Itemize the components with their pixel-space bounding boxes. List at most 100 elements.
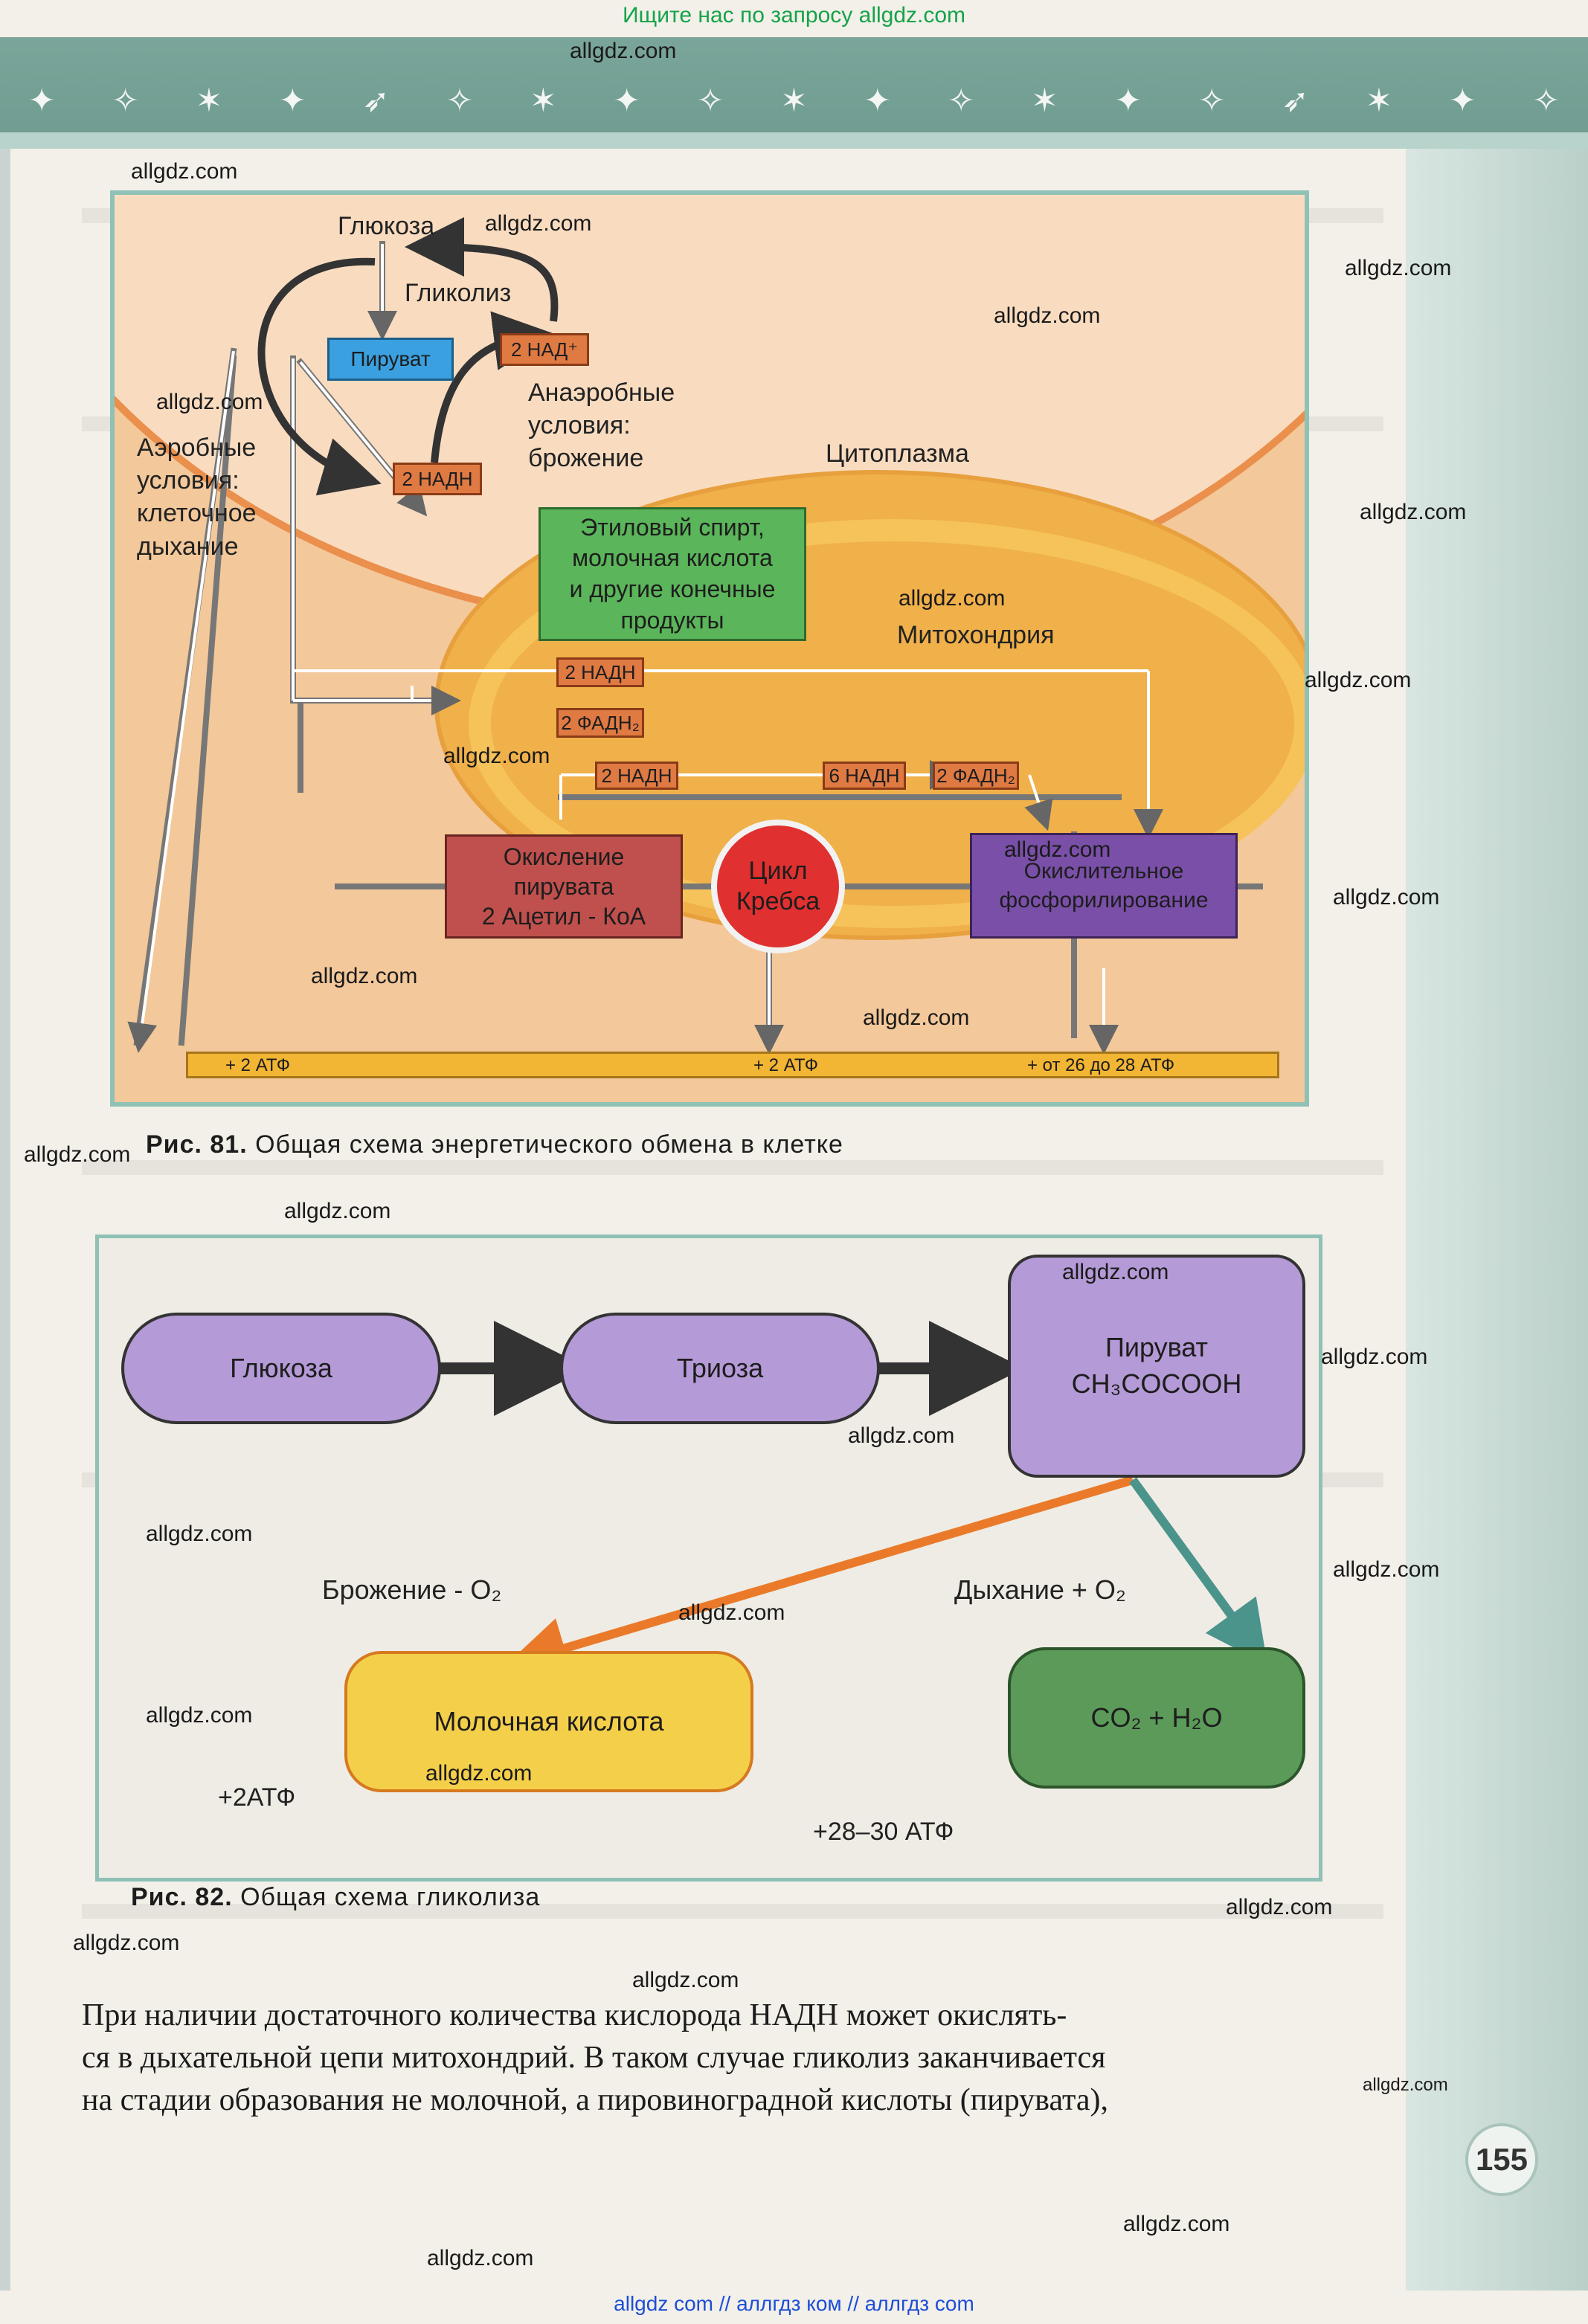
watermark: allgdz.com (1333, 1557, 1440, 1582)
krebs-cycle-circle: Цикл Кребса (711, 820, 845, 953)
end-products-line: молочная кислота (572, 544, 773, 572)
body-line: на стадии образования не молочной, а пир… (82, 2083, 1109, 2117)
atp-yield-krebs: + 2 АТФ (753, 1055, 818, 1075)
fermentation-atp: +2АТФ (218, 1783, 296, 1812)
watermark: allgdz.com (24, 1142, 131, 1167)
watermark: allgdz.com (1226, 1895, 1333, 1919)
butterfly-icon: ✧ (112, 83, 139, 119)
oxidative-phosphorylation-box: Окислительное фосфорилирование (970, 833, 1238, 939)
respiration-atp: +28–30 АТФ (813, 1818, 954, 1846)
watermark: allgdz.com (678, 1600, 785, 1625)
watermark: allgdz.com (1062, 1260, 1169, 1284)
body-line: При наличии достаточного количества кисл… (82, 1998, 1067, 2032)
side-decoration (1406, 149, 1588, 2291)
butterfly-icon: ✧ (947, 83, 975, 119)
watermark: allgdz.com (899, 586, 1006, 611)
watermark: allgdz.com (1360, 500, 1467, 524)
animal-icon: ✧ (696, 83, 724, 119)
co2-water-node: CO₂ + H₂O (1008, 1647, 1305, 1789)
watermark: allgdz.com (146, 1522, 253, 1546)
caption-text: Общая схема гликолиза (240, 1883, 541, 1911)
watermark: allgdz.com (284, 1199, 391, 1223)
glucose-label: Глюкоза (338, 212, 435, 240)
aerobic-line: условия: (137, 466, 240, 495)
watermark: allgdz.com (427, 2246, 534, 2270)
nadh-tag-6: 6 НАДН (823, 762, 906, 790)
flow-arrows (127, 217, 1263, 1055)
faded-text-line (82, 1160, 1383, 1175)
caption-number: Рис. 81. (146, 1130, 248, 1159)
watermark: allgdz.com (146, 1703, 253, 1728)
butterfly-icon: ✦ (28, 83, 56, 119)
watermark: allgdz.com (1363, 2075, 1448, 2095)
pyruvate-oxidation-line: 2 Ацетил - КоА (481, 903, 646, 930)
pyruvate-name: Пируват (1105, 1332, 1209, 1363)
bird-icon: ✶ (529, 83, 557, 119)
atp-yield-bar: + 2 АТФ + 2 АТФ + от 26 до 28 АТФ (186, 1052, 1279, 1078)
scorpion-icon: ✶ (195, 83, 223, 119)
end-products-line: и другие конечные (569, 576, 776, 602)
pyruvate-node: Пируват CH₃COCOOH (1008, 1255, 1305, 1478)
caption-number: Рис. 82. (131, 1883, 233, 1911)
pyruvate-oxidation-line: Окисление (503, 843, 625, 870)
animal-icon: ✦ (278, 83, 306, 119)
footer-links[interactable]: allgdz com // аллгдз ком // аллгдз com (614, 2292, 974, 2315)
fadh-tag-6: 2 ФАДН₂ (933, 762, 1019, 790)
watermark: allgdz.com (848, 1423, 955, 1448)
anaerobic-line: Анаэробные (528, 379, 675, 407)
lactic-acid-node: Молочная кислота (344, 1651, 753, 1792)
faded-text-line (82, 1904, 1383, 1919)
watermark: allgdz.com (1305, 668, 1412, 692)
insect-icon: ✦ (613, 83, 641, 119)
figure-82-glycolysis: Глюкоза Триоза Пируват CH₃COCOOH Брожени… (95, 1235, 1322, 1882)
glycolysis-arrows (437, 1321, 1268, 1678)
watermark: allgdz.com (443, 744, 550, 768)
figure-81-caption: Рис. 81. Общая схема энергетического обм… (146, 1130, 843, 1159)
scorpion-icon: ✦ (1114, 83, 1142, 119)
pyruvate-box: Пируват (327, 338, 454, 381)
animal-icon: ✧ (446, 83, 474, 119)
krebs-line: Кребса (736, 887, 820, 915)
page-number: 155 (1465, 2123, 1538, 2196)
aerobic-conditions: Аэробные условия: клеточное дыхание (137, 431, 257, 563)
bird-icon: ➶ (1282, 83, 1309, 119)
watermark: allgdz.com (485, 211, 592, 236)
respiration-label: Дыхание + O₂ (954, 1574, 1126, 1605)
body-paragraph: При наличии достаточного количества кисл… (82, 1995, 1380, 2122)
end-products-line: Этиловый спирт, (580, 513, 765, 541)
aerobic-line: дыхание (137, 532, 239, 561)
watermark: allgdz.com (311, 964, 418, 988)
watermark: allgdz.com (131, 159, 238, 184)
watermark: allgdz.com (156, 390, 263, 414)
watermark: allgdz.com (1333, 885, 1440, 910)
figure-81-energy-metabolism: Глюкоза Гликолиз Пируват 2 НАД⁺ 2 НАДН А… (110, 190, 1309, 1107)
animal-icon: ✶ (779, 83, 808, 119)
site-banner[interactable]: Ищите нас по запросу allgdz.com (622, 3, 966, 28)
nadh-tag-1: 2 НАДН (393, 463, 482, 495)
animal-icon: ✦ (1448, 83, 1476, 119)
figure-82-caption: Рис. 82. Общая схема гликолиза (131, 1883, 540, 1912)
pyruvate-formula: CH₃COCOOH (1071, 1368, 1242, 1399)
glucose-node: Глюкоза (121, 1313, 441, 1424)
aerobic-line: Аэробные (137, 434, 257, 462)
watermark: allgdz.com (1004, 837, 1111, 862)
atp-yield-oxphos: + от 26 до 28 АТФ (1027, 1055, 1175, 1075)
pyruvate-oxidation-box: Окисление пирувата 2 Ацетил - КоА (445, 834, 683, 939)
watermark: allgdz.com (863, 1005, 970, 1030)
pyruvate-oxidation-line: пирувата (513, 873, 614, 900)
watermark: allgdz.com (994, 303, 1101, 328)
bird-icon: ✧ (1532, 83, 1560, 119)
watermark: allgdz.com (632, 1968, 739, 1992)
animal-icon: ✧ (1198, 83, 1226, 119)
glycolysis-label: Гликолиз (405, 279, 512, 307)
end-products-line: продукты (620, 606, 724, 634)
caption-text: Общая схема энергетического обмена в кле… (255, 1130, 843, 1159)
animal-icon: ✶ (1365, 83, 1393, 119)
nadh-tag-3: 2 НАДН (595, 762, 678, 790)
animal-icon: ✦ (864, 83, 892, 119)
header-band (0, 132, 1588, 149)
animal-icon: ✶ (1031, 83, 1058, 119)
oxphos-line: фосфорилирование (999, 888, 1209, 912)
oxphos-line: Окислительное (1023, 859, 1184, 883)
bird-icon: ➶ (362, 83, 390, 119)
